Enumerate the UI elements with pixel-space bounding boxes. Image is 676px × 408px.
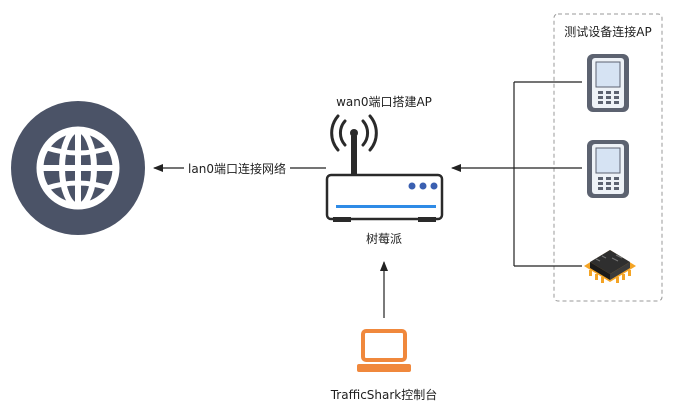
chip-icon xyxy=(584,250,636,283)
router-bottom-label: 树莓派 xyxy=(366,231,402,246)
phone-icon xyxy=(587,54,629,112)
devices-to-router-connector xyxy=(451,81,582,267)
phone-icon xyxy=(587,140,629,198)
test-devices-group-title: 测试设备连接AP xyxy=(564,24,651,39)
test-devices-group-box xyxy=(553,13,663,302)
laptop-icon xyxy=(357,329,411,372)
internet-link-label: lan0端口连接网络 xyxy=(188,161,286,176)
wifi-router-icon xyxy=(325,114,444,222)
globe-icon xyxy=(11,101,145,235)
router-top-label: wan0端口搭建AP xyxy=(336,95,432,109)
console-label: TrafficShark控制台 xyxy=(330,387,438,402)
